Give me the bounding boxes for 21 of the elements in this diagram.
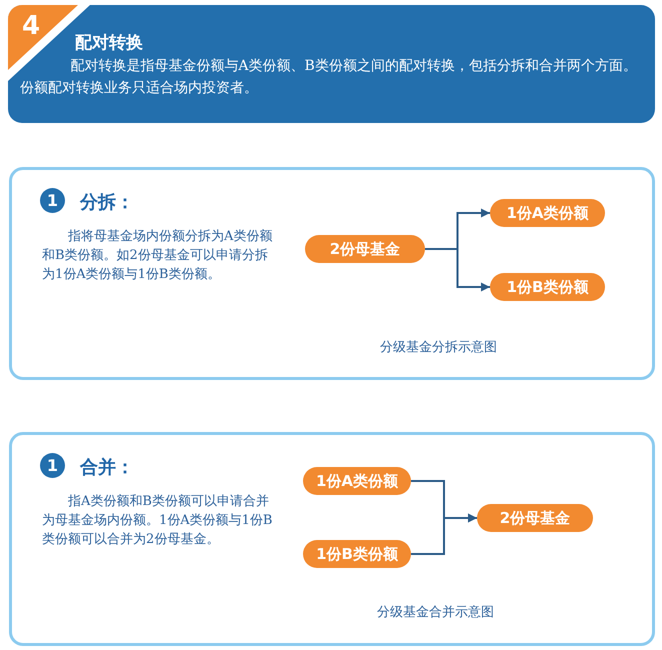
fund-pill: 2份母基金 (305, 235, 425, 263)
badge-number: 4 (22, 11, 40, 41)
number-circle: 1 (40, 188, 65, 213)
diagram-caption: 分级基金合并示意图 (377, 604, 494, 621)
fund-pill: 1份A类份额 (303, 467, 411, 495)
section-heading: 分拆： (80, 191, 134, 214)
section-text: 指A类份额和B类份额可以申请合并为母基金场内份额。1份A类份额与1份B类份额可以合并为2份母基金。 (42, 493, 274, 549)
banner-text: 配对转换是指母基金份额与A类份额、B类份额之间的配对转换，包括分拆和合并两个方面。份额配对转换业务只适合场内投资者。 (20, 57, 638, 98)
section-panel (9, 432, 655, 646)
section-heading: 合并： (80, 456, 134, 479)
fund-pill: 2份母基金 (477, 504, 593, 532)
header-banner (8, 5, 655, 123)
arrow (411, 514, 477, 555)
section-text: 指将母基金场内份额分拆为A类份额和B类份额。如2份母基金可以申请分拆为1份A类份额与1份B类份额。 (42, 228, 274, 284)
banner-title: 配对转换 (75, 32, 143, 54)
diagram-caption: 分级基金分拆示意图 (380, 339, 497, 356)
number-circle: 1 (40, 453, 65, 478)
fund-pill: 1份B类份额 (303, 540, 411, 568)
section-panel (9, 167, 655, 380)
fund-pill: 1份B类份额 (490, 273, 605, 301)
fund-pill: 1份A类份额 (490, 199, 605, 227)
